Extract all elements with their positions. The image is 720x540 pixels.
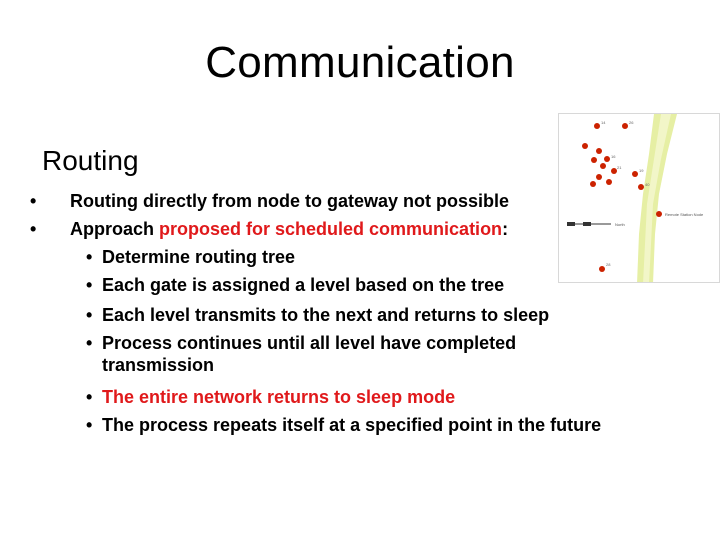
bullet-2-highlight: proposed for scheduled communication xyxy=(159,219,503,239)
svg-text:Remote Station Node: Remote Station Node xyxy=(665,212,704,217)
bullet-2-text: Approach proposed for scheduled communic… xyxy=(70,219,509,239)
svg-text:16: 16 xyxy=(611,154,616,159)
svg-text:21: 21 xyxy=(617,165,622,170)
svg-text:26: 26 xyxy=(629,120,634,125)
slide-title: Communication xyxy=(205,38,515,87)
slide-subtitle: Routing xyxy=(42,145,139,176)
sensor-map-image: 14 26 16 21 19 40 28 North Remote Station No… xyxy=(558,113,720,283)
svg-text:40: 40 xyxy=(645,182,650,187)
bullet-1-text: Routing directly from node to gateway no… xyxy=(70,191,510,211)
svg-text:North: North xyxy=(615,222,625,227)
svg-text:28: 28 xyxy=(606,262,611,267)
svg-text:14: 14 xyxy=(601,120,606,125)
svg-text:19: 19 xyxy=(639,168,644,173)
